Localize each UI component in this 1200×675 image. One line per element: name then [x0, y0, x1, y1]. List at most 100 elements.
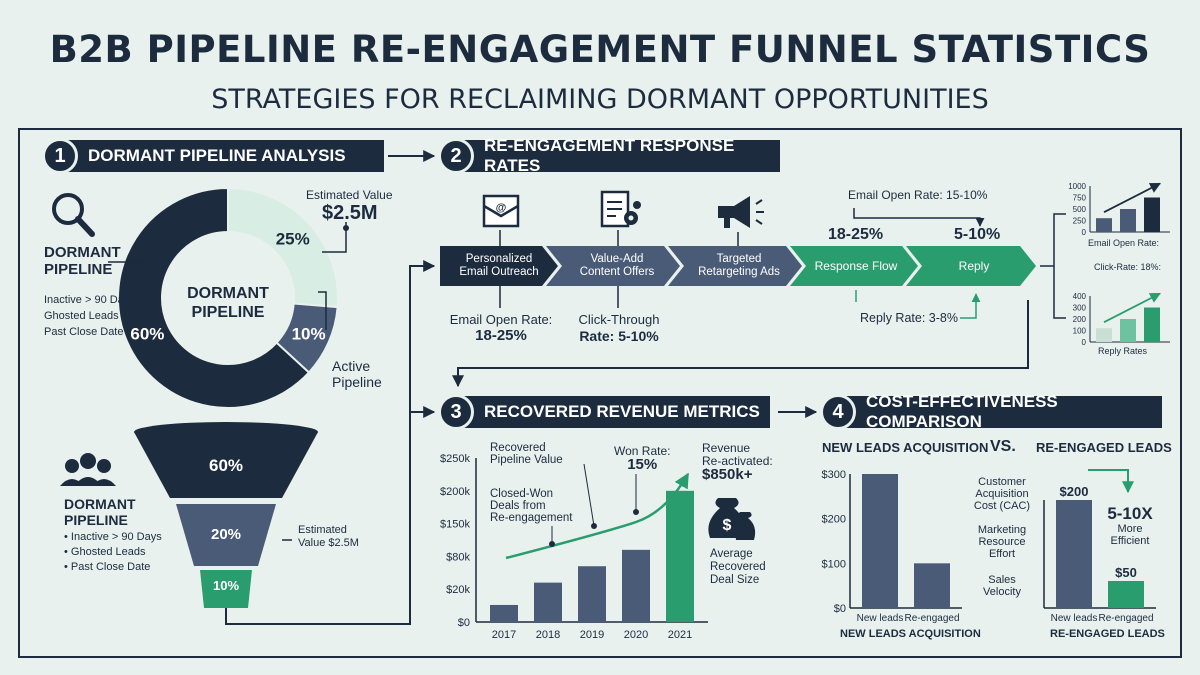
- mini-tick: 0: [1082, 338, 1087, 347]
- flow-step-3[interactable]: [668, 246, 802, 286]
- rev-xlabel-2019: 2019: [580, 629, 604, 641]
- flow-step-4[interactable]: [790, 246, 918, 286]
- funnel-stage-1: [134, 432, 318, 498]
- mini-bar: [1120, 209, 1136, 232]
- envelope-icon: @: [482, 194, 520, 228]
- cost-xlabel-0: New leads: [1051, 613, 1098, 624]
- rev-xlabel-2020: 2020: [624, 629, 648, 641]
- mini-tick: 500: [1073, 205, 1087, 214]
- cost-bar-1: [1108, 581, 1144, 608]
- section-4-header: 4 COST-EFFECTIVENESS COMPARISON: [820, 392, 1162, 431]
- mini-chart-1-caption: Email Open Rate:: [1088, 238, 1160, 248]
- rev-bar-2018: [534, 582, 562, 622]
- flow-step-1[interactable]: [440, 246, 558, 286]
- rev-bar-2020: [622, 549, 650, 622]
- section-2-number: 2: [438, 138, 474, 174]
- connector-flow-revenue: [452, 300, 1029, 388]
- mini-bar: [1096, 328, 1112, 342]
- funnel-stage-2: [176, 504, 276, 566]
- rev-xlabel-2017: 2017: [492, 629, 516, 641]
- page-title: B2B PIPELINE RE-ENGAGEMENT FUNNEL STATIS…: [49, 28, 1151, 71]
- connector-funnel-flow: [225, 260, 436, 625]
- funnel-stage-2-label: 20%: [210, 526, 242, 543]
- funnel-chart: [134, 422, 318, 608]
- page-subtitle: STRATEGIES FOR RECLAIMING DORMANT OPPORT…: [211, 84, 989, 115]
- cost-bar-0: [1056, 500, 1092, 608]
- mini-tick: 400: [1073, 292, 1087, 301]
- mini-tick: 750: [1073, 194, 1087, 203]
- section-3-header: 3 RECOVERED REVENUE METRICS: [438, 394, 770, 430]
- section-4-number: 4: [820, 394, 856, 430]
- mini-chart-connector: [1040, 213, 1066, 319]
- flow-step-2[interactable]: [546, 246, 680, 286]
- section-2-header: 2 RE-ENGAGEMENT RESPONSE RATES: [438, 136, 780, 175]
- efficiency-arrow: [1088, 469, 1134, 494]
- open-rate-top-label: Email Open Rate: 15-10%: [848, 188, 988, 202]
- cost-tick-0: $300: [822, 469, 846, 481]
- cost-tick-2: $100: [822, 558, 846, 570]
- rev-tick-3: $80k: [446, 551, 470, 563]
- mini-trend-arrow: [1103, 182, 1161, 214]
- funnel-stage-3: [200, 570, 252, 608]
- rev-tick-5: $0: [458, 617, 470, 629]
- mini-bar: [1120, 319, 1136, 342]
- mini-chart-2-caption: Reply Rates: [1098, 346, 1148, 356]
- funnel-stage-1-label: 60%: [208, 456, 244, 475]
- rev-bar-2019: [578, 566, 606, 622]
- flow-step-4-label: Response Flow: [814, 259, 898, 273]
- cost-bar-0: [862, 474, 898, 608]
- section-1-header: 1 DORMANT PIPELINE ANALYSIS: [42, 138, 384, 174]
- money-bag-icon: $: [708, 498, 756, 540]
- cost-xlabel-0: New leads: [857, 613, 904, 624]
- mini-tick: 1000: [1068, 182, 1086, 191]
- cost-left-header: NEW LEADS ACQUISITION: [822, 440, 989, 455]
- rev-tick-1: $200k: [440, 486, 470, 498]
- cost-vs: VS.: [990, 438, 1016, 455]
- people-icon: [60, 453, 116, 486]
- section-4-label: COST-EFFECTIVENESS COMPARISON: [866, 392, 1058, 431]
- response-flow: [440, 246, 1036, 286]
- funnel-stage-3-label: 10%: [212, 578, 240, 593]
- flow-step-5[interactable]: [906, 246, 1036, 286]
- email-open-stat: Email Open Rate:18-25%: [449, 312, 553, 344]
- rev-xlabel-2018: 2018: [536, 629, 560, 641]
- svg-text:$: $: [723, 517, 732, 534]
- flow-step-5-label: Reply: [958, 259, 990, 273]
- section-1-label: DORMANT PIPELINE ANALYSIS: [88, 146, 346, 165]
- cost-right-header: RE-ENGAGED LEADS: [1036, 440, 1172, 455]
- section-3-number: 3: [438, 394, 474, 430]
- donut-leader-active: [318, 291, 327, 330]
- section-2-label: RE-ENGAGEMENT RESPONSE RATES: [484, 136, 735, 175]
- ann-won-rate: Won Rate:15%: [614, 444, 671, 473]
- rev-bar-2017: [490, 604, 518, 622]
- rev-tick-4: $20k: [446, 584, 470, 596]
- rev-tick-0: $250k: [440, 453, 470, 465]
- rev-xlabel-2021: 2021: [668, 629, 692, 641]
- magnifier-icon: [52, 193, 95, 237]
- cost-right-footer: RE-ENGAGED LEADS: [1050, 628, 1165, 640]
- cost-tick-3: $0: [834, 603, 846, 615]
- section-1-number: 1: [42, 138, 78, 174]
- reply-rate-stat: Reply Rate: 3-8%: [860, 311, 958, 325]
- svg-text:@: @: [496, 202, 507, 214]
- open-rate-bracket: [853, 208, 985, 227]
- mini-tick: 300: [1073, 304, 1087, 313]
- funnel-left-list: • Inactive > 90 Days• Ghosted Leads• Pas…: [64, 531, 162, 573]
- mini-bar: [1144, 307, 1160, 342]
- donut-label-1: 25%: [276, 229, 310, 248]
- rate-b-label: 5-10%: [954, 226, 1001, 243]
